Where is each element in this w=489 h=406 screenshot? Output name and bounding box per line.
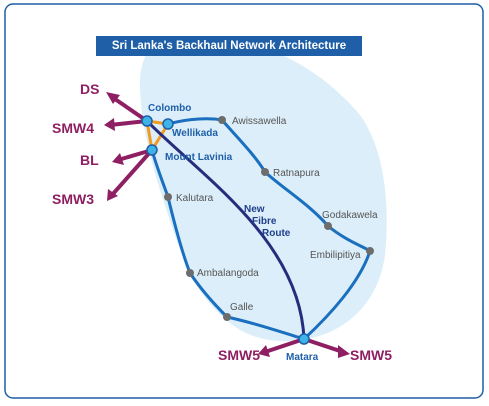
- arrow-bl: [116, 148, 154, 162]
- node-godakawela: [324, 222, 332, 230]
- cable-label-smw3: SMW3: [52, 191, 94, 207]
- arrow-smw5-right: [302, 337, 345, 354]
- arrowhead-bl: [112, 153, 124, 165]
- cable-label-bl: BL: [80, 152, 99, 168]
- node-ratnapura: [261, 168, 269, 176]
- node-matara: [298, 333, 310, 345]
- label-colombo: Colombo: [148, 103, 191, 114]
- node-colombo: [141, 115, 153, 127]
- node-awissawella: [218, 116, 226, 124]
- label-ratnapura: Ratnapura: [273, 168, 320, 179]
- node-kalutara: [164, 193, 172, 201]
- route-label-line1: New: [244, 204, 265, 215]
- arrow-smw3: [110, 148, 154, 197]
- label-godakawela: Godakawela: [322, 210, 378, 221]
- metro-triangle: [145, 119, 171, 155]
- arrowhead-smw5-left: [258, 345, 270, 357]
- arrowhead-smw5-right: [338, 345, 350, 358]
- new-fibre-route: [145, 119, 306, 340]
- label-awissawella: Awissawella: [232, 116, 287, 127]
- arrow-heads: [104, 92, 350, 358]
- cable-label-smw4: SMW4: [52, 120, 94, 136]
- diagram-title: Sri Lanka's Backhaul Network Architectur…: [96, 36, 362, 56]
- cable-arrows: [108, 95, 345, 354]
- town-nodes: [164, 116, 374, 321]
- cable-label-ds: DS: [80, 81, 99, 97]
- label-ambalangoda: Ambalangoda: [197, 268, 259, 279]
- label-mount-lavinia: Mount Lavinia: [165, 152, 233, 163]
- backhaul-ring: [150, 117, 372, 341]
- route-label-line2: Fibre: [252, 216, 277, 227]
- node-mount-lavinia: [146, 144, 158, 156]
- label-wellikada: Wellikada: [172, 128, 218, 139]
- island-shape: [140, 41, 387, 342]
- arrow-smw4: [108, 119, 149, 127]
- arrowhead-smw3: [107, 189, 118, 201]
- label-kalutara: Kalutara: [176, 193, 214, 204]
- label-embilipitiya: Embilipitiya: [310, 250, 361, 261]
- arrowhead-ds: [106, 92, 120, 104]
- arrow-ds: [110, 95, 149, 123]
- arrowhead-smw4: [104, 118, 115, 131]
- node-galle: [223, 313, 231, 321]
- node-wellikada: [162, 118, 174, 130]
- node-ambalangoda: [186, 269, 194, 277]
- cable-label-smw5-right: SMW5: [350, 347, 392, 363]
- arrow-smw5-left: [263, 337, 306, 354]
- node-embilipitiya: [366, 247, 374, 255]
- label-galle: Galle: [230, 302, 254, 313]
- label-matara: Matara: [286, 352, 319, 363]
- cable-label-smw5-left: SMW5: [218, 347, 260, 363]
- route-label-line3: Route: [262, 228, 291, 239]
- landing-nodes: [141, 115, 310, 345]
